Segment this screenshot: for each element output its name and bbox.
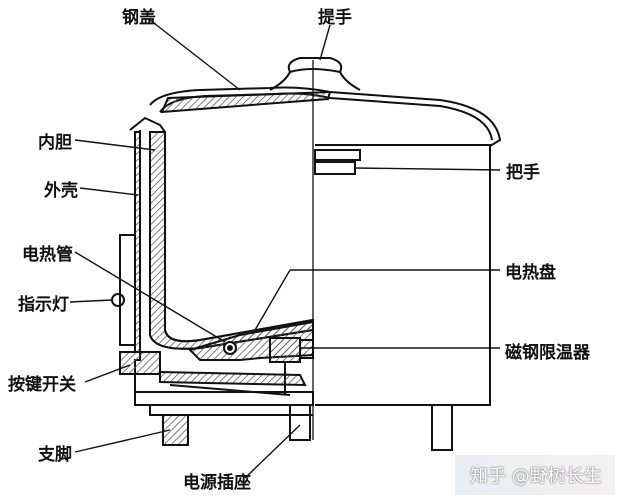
- label-power-socket: 电源插座: [183, 473, 251, 493]
- label-indicator-light: 指示灯: [18, 295, 69, 315]
- power-socket: [289, 404, 311, 441]
- watermark-background: [455, 455, 615, 495]
- label-heating-tube: 电热管: [22, 245, 73, 265]
- thermostat: [269, 337, 301, 363]
- label-foot: 支脚: [38, 445, 72, 465]
- lid: [149, 86, 502, 147]
- key-switch: [119, 351, 161, 375]
- outer-body-right: [315, 144, 491, 406]
- label-handle: 把手: [506, 163, 540, 183]
- label-outer-shell: 外壳: [44, 181, 78, 201]
- foot-left: [162, 414, 189, 446]
- label-key-switch: 按键开关: [8, 375, 76, 395]
- knob: [269, 57, 361, 91]
- foot-right: [431, 404, 453, 451]
- watermark: 知乎 @野树长生: [470, 466, 602, 487]
- label-inner-pot: 内胆: [38, 133, 72, 153]
- handle: [314, 149, 361, 161]
- label-lid: 钢盖: [122, 8, 156, 28]
- label-magnetic-thermostat: 磁钢限温器: [505, 343, 590, 363]
- label-heating-plate: 电热盘: [505, 263, 556, 283]
- label-knob: 提手: [318, 8, 352, 28]
